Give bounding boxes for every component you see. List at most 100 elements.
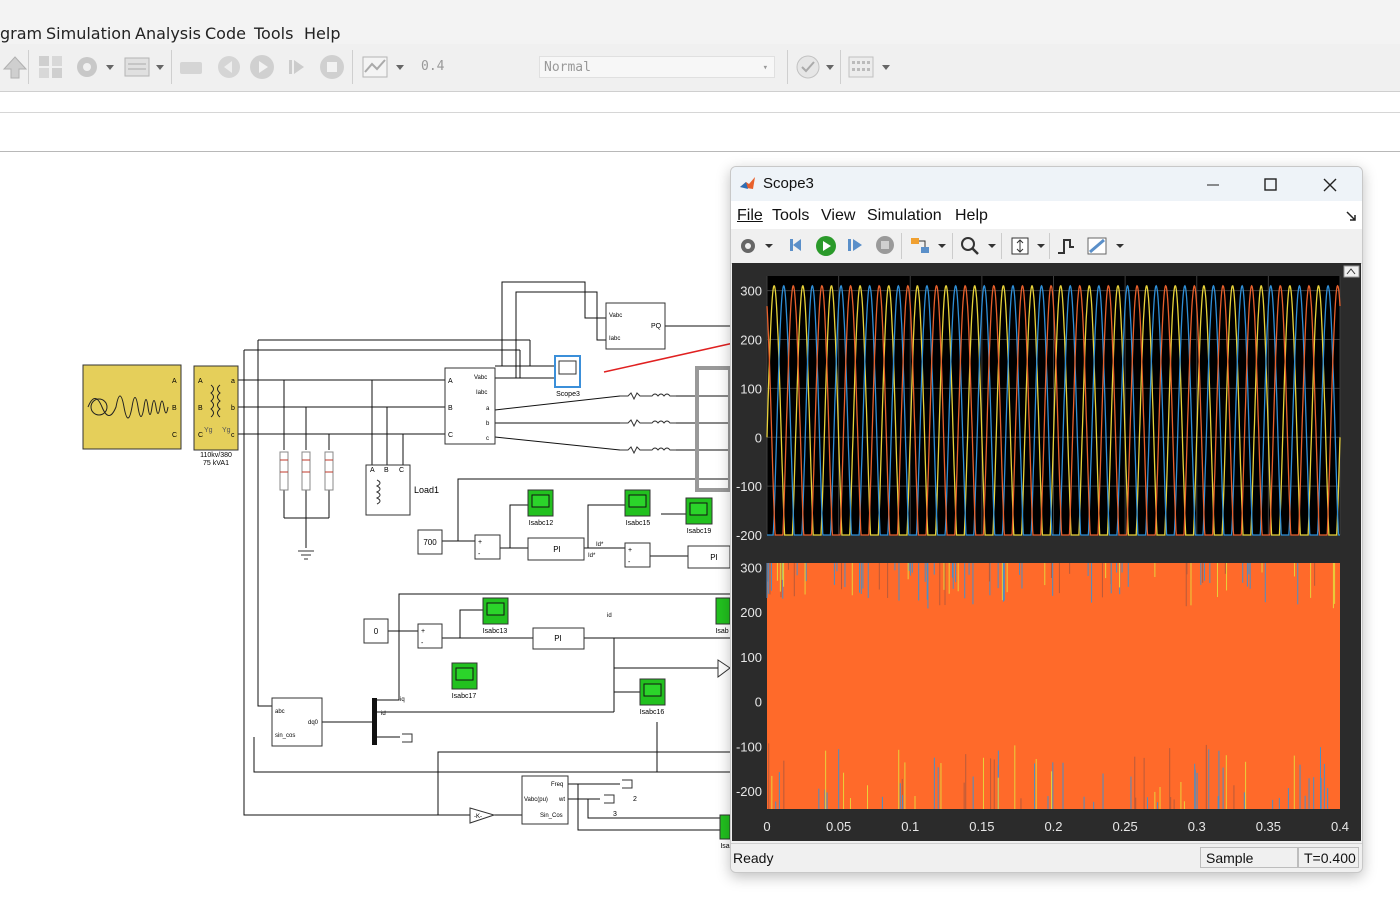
chevron-down-icon[interactable]	[765, 242, 773, 250]
svg-text:b: b	[486, 421, 490, 427]
gain-block[interactable]	[469, 807, 496, 824]
library-browser-icon[interactable]	[36, 52, 66, 82]
model-explorer-icon[interactable]	[122, 52, 152, 82]
three-phase-source-block[interactable]: A B C	[82, 364, 182, 450]
scope-block-isabc16[interactable]	[639, 678, 666, 706]
sum-block[interactable]: +-	[474, 534, 501, 560]
scope-block-isabc19[interactable]	[685, 497, 713, 525]
chevron-down-icon[interactable]	[880, 52, 892, 82]
measurements-icon[interactable]	[1086, 235, 1108, 257]
close-icon[interactable]	[1322, 177, 1338, 193]
gear-icon[interactable]	[72, 52, 102, 82]
stop-time-field[interactable]: 0.4	[421, 59, 445, 74]
chevron-down-icon[interactable]	[1037, 242, 1045, 250]
breadcrumb-bar	[0, 112, 1400, 152]
scope-menu-help[interactable]: Help	[955, 207, 988, 224]
vi-measurement-block[interactable]: A B C Vabc Iabc a b c	[444, 367, 496, 445]
menu-help[interactable]: Help	[304, 24, 341, 43]
step-forward-icon[interactable]	[845, 235, 865, 255]
grid-settings-icon[interactable]	[846, 52, 876, 82]
autoscale-icon[interactable]	[1009, 235, 1031, 257]
menu-tools[interactable]: Tools	[254, 24, 294, 43]
chevron-down-icon[interactable]	[824, 52, 836, 82]
line-inductors[interactable]	[620, 392, 676, 455]
menu-analysis[interactable]: Analysis	[135, 24, 201, 43]
step-back-icon[interactable]	[787, 235, 807, 255]
subsystem-edge	[695, 366, 732, 492]
trigger-icon[interactable]	[1055, 235, 1077, 257]
svg-text:Vabc: Vabc	[609, 313, 622, 319]
pi-controller-2[interactable]	[532, 627, 585, 650]
scope-menu-tools[interactable]: Tools	[772, 207, 810, 224]
scope-menu-file[interactable]: File	[737, 207, 763, 224]
chevron-down-icon[interactable]	[394, 52, 406, 82]
minimize-icon[interactable]	[1205, 177, 1221, 193]
menu-simulation[interactable]: Simulation	[46, 24, 132, 43]
up-arrow-icon[interactable]	[0, 52, 30, 82]
stop-icon[interactable]	[317, 52, 347, 82]
menu-diagram[interactable]: gram	[0, 24, 43, 43]
zoom-icon[interactable]	[959, 235, 981, 257]
ground-icon	[298, 550, 314, 560]
data-inspector-icon[interactable]	[360, 52, 390, 82]
chevron-down-icon[interactable]	[104, 52, 116, 82]
signal-label: Id*	[596, 542, 604, 548]
chevron-down-icon[interactable]	[1116, 242, 1124, 250]
run-icon[interactable]	[815, 235, 837, 257]
sum-block[interactable]: +-	[417, 623, 443, 649]
abc-to-dq0-block[interactable]	[271, 697, 323, 747]
scope-block-isabc12[interactable]	[527, 489, 554, 517]
svg-text:C: C	[399, 467, 404, 474]
gain-label: -K-	[474, 814, 482, 820]
step-forward-icon[interactable]	[282, 52, 312, 82]
highlight-block-icon[interactable]	[909, 235, 931, 257]
scope-menu-simulation[interactable]: Simulation	[867, 207, 942, 224]
x-tick-label: 0.15	[969, 819, 994, 834]
expand-icon[interactable]	[1343, 265, 1360, 278]
chevron-down-icon[interactable]	[154, 52, 166, 82]
check-icon[interactable]	[793, 52, 823, 82]
sum-block[interactable]: +-	[624, 542, 651, 568]
pll-block[interactable]	[521, 775, 569, 825]
simulation-mode-select[interactable]: Normal▾	[539, 56, 775, 78]
gear-icon[interactable]	[739, 237, 757, 255]
series-line-yellow	[766, 285, 1341, 536]
demux-block[interactable]	[372, 698, 377, 745]
scope-titlebar[interactable]: Scope3	[731, 167, 1362, 201]
step-back-icon[interactable]	[214, 52, 244, 82]
constant-0-block[interactable]	[363, 618, 389, 644]
capacitor-bank[interactable]	[279, 451, 334, 491]
svg-text:A: A	[198, 378, 203, 385]
svg-text:+: +	[478, 539, 482, 546]
stop-icon[interactable]	[875, 235, 895, 255]
power-block[interactable]: Vabc Iabc PQ	[605, 302, 666, 350]
gain-block[interactable]	[717, 659, 731, 678]
scope3-block[interactable]	[554, 355, 581, 388]
run-icon[interactable]	[247, 52, 277, 82]
port-label: Vabc(pu)	[524, 797, 548, 803]
pi-controller-1[interactable]	[527, 537, 585, 561]
menu-code[interactable]: Code	[205, 24, 246, 43]
undock-icon[interactable]	[1346, 211, 1356, 221]
maximize-icon[interactable]	[1263, 177, 1279, 193]
record-icon[interactable]	[176, 52, 206, 82]
y-tick-label: 0	[755, 430, 762, 445]
scope-block-isabc13[interactable]	[482, 597, 509, 625]
load-label: Load1	[414, 485, 439, 495]
constant-700-block[interactable]	[417, 529, 443, 555]
scope-menu-view[interactable]: View	[821, 207, 856, 224]
pi-controller-3[interactable]	[687, 545, 731, 569]
scope-block-isab[interactable]	[715, 597, 731, 625]
scope-block-isabc17[interactable]	[451, 662, 478, 690]
scope-block-isa[interactable]	[719, 814, 731, 840]
signal-label: Id*	[588, 553, 596, 559]
port-label: Freq	[551, 782, 563, 788]
chevron-down-icon[interactable]	[938, 242, 946, 250]
chevron-down-icon[interactable]	[988, 242, 996, 250]
scope-block-isabc15[interactable]	[624, 489, 651, 517]
svg-text:c: c	[231, 432, 235, 439]
